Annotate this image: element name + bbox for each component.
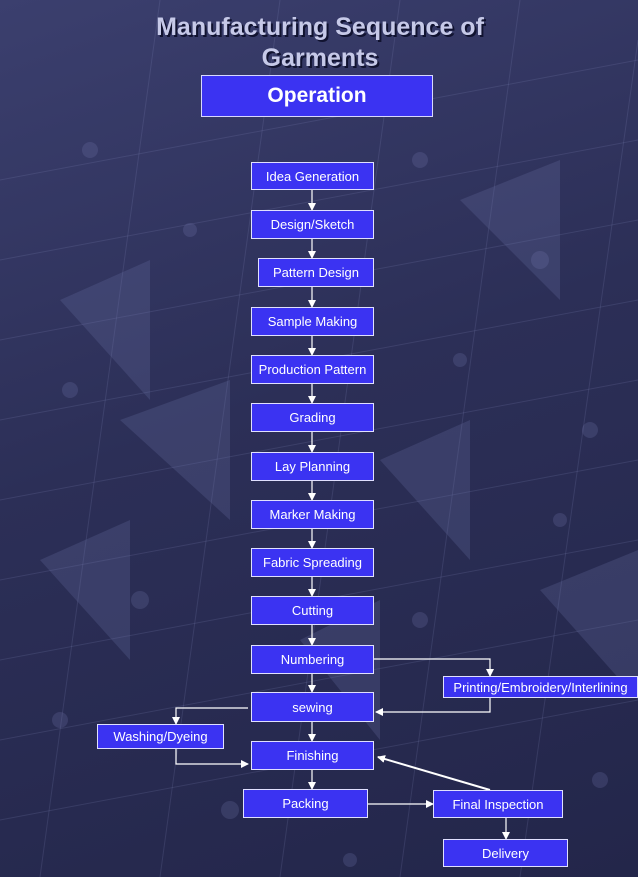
step-delivery: Delivery <box>443 839 568 867</box>
step-idea-generation: Idea Generation <box>251 162 374 190</box>
step-design-sketch: Design/Sketch <box>251 210 374 239</box>
step-finishing: Finishing <box>251 741 374 770</box>
step-marker-making: Marker Making <box>251 500 374 529</box>
step-final-inspection: Final Inspection <box>433 790 563 818</box>
step-fabric-spreading: Fabric Spreading <box>251 548 374 577</box>
step-production-pattern: Production Pattern <box>251 355 374 384</box>
step-cutting: Cutting <box>251 596 374 625</box>
step-sewing: sewing <box>251 692 374 722</box>
step-printing-embroidery-interlining: Printing/Embroidery/Interlining <box>443 676 638 698</box>
step-washing-dyeing: Washing/Dyeing <box>97 724 224 749</box>
step-numbering: Numbering <box>251 645 374 674</box>
step-grading: Grading <box>251 403 374 432</box>
operation-header: Operation <box>201 75 433 117</box>
step-lay-planning: Lay Planning <box>251 452 374 481</box>
page-title: Manufacturing Sequence of Garments <box>156 13 484 72</box>
step-packing: Packing <box>243 789 368 818</box>
step-sample-making: Sample Making <box>251 307 374 336</box>
step-pattern-design: Pattern Design <box>258 258 374 287</box>
